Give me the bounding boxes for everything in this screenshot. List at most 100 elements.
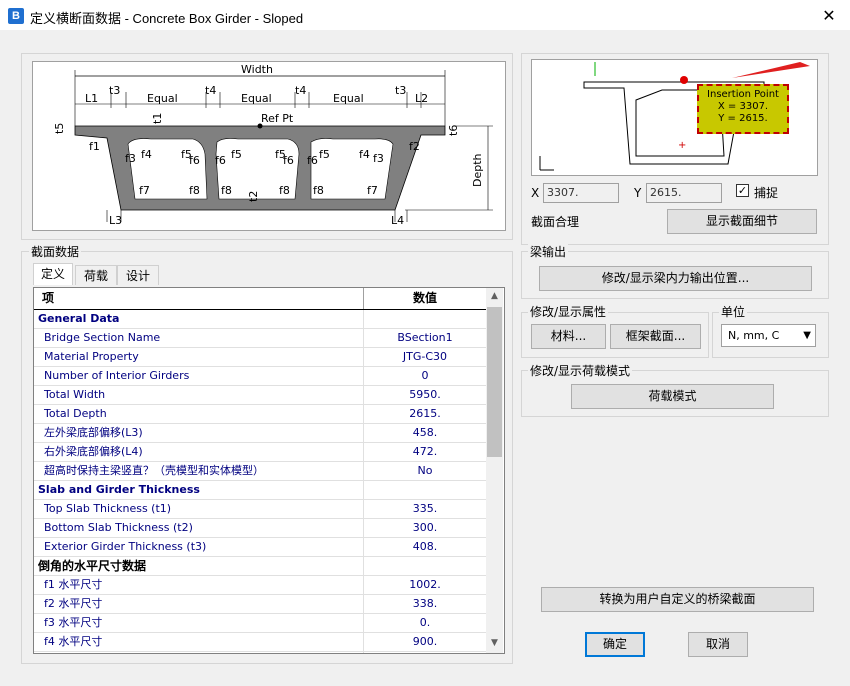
row-item-value[interactable]: 472. [412,445,438,458]
t5-label: t5 [53,123,66,134]
f1-label: f1 [89,140,100,153]
grid-section-row[interactable]: Slab and Girder Thickness [34,481,486,500]
material-button[interactable]: 材料... [531,324,606,349]
section-status-text: 截面合理 [531,215,580,229]
snap-checkbox[interactable]: ✓ [736,184,749,197]
svg-text:+: + [678,140,686,151]
row-item-value[interactable]: 0. [419,616,431,629]
table-row[interactable]: Total Width 5950. [34,386,486,405]
tab-loads[interactable]: 荷载 [75,265,117,285]
row-item-name: f2 水平尺寸 [34,595,364,613]
row-item-value[interactable]: No [417,464,433,477]
row-item-name: Top Slab Thickness (t1) [34,500,364,518]
f7-right-label: f7 [367,184,378,197]
y-coord-field[interactable]: 2615. [646,183,722,203]
row-item-value[interactable]: 338. [412,597,438,610]
t3-right-label: t3 [395,84,406,97]
row-item-value [364,310,486,328]
t1-label: t1 [151,113,164,124]
row-item-value[interactable]: 1002. [409,578,441,591]
row-item-name: f5 水平尺寸 [34,652,364,653]
units-value: N, mm, C [728,329,780,342]
row-item-name: Total Depth [34,405,364,423]
load-mode-title: 修改/显示荷载模式 [528,362,633,379]
depth-label: Depth [471,153,484,187]
f8-label-3: f8 [279,184,290,197]
table-row[interactable]: Bottom Slab Thickness (t2)300. [34,519,486,538]
load-pattern-button[interactable]: 荷载模式 [571,384,774,409]
row-item-name: General Data [34,310,364,328]
table-row[interactable]: f2 水平尺寸 338. [34,595,486,614]
x-coord-field[interactable]: 3307. [543,183,619,203]
row-item-value[interactable]: 2615. [409,407,441,420]
row-item-name: Number of Interior Girders [34,367,364,385]
tab-define[interactable]: 定义 [33,263,73,285]
row-item-value[interactable]: 900. [412,635,438,648]
grid-section-row[interactable]: General Data [34,310,486,329]
section-data-title: 截面数据 [29,243,82,260]
row-item-value[interactable]: JTG-C30 [402,350,448,363]
tooltip-y: Y = 2615. [718,113,768,124]
row-item-name: Total Width [34,386,364,404]
row-item-value[interactable]: 335. [412,502,438,515]
checkmark-icon: ✓ [737,184,748,197]
t4-left-label: t4 [205,84,216,97]
scroll-down-arrow-icon[interactable]: ▼ [491,638,498,648]
equal-label-1: Equal [147,92,178,105]
insertion-point-tooltip: Insertion Point X = 3307. Y = 2615. [697,84,789,134]
section-diagram-panel: Width L1 t3 Equal t4 Equal t4 Equal t3 L… [21,53,513,240]
units-select[interactable]: N, mm, C ▼ [721,324,816,347]
table-row[interactable]: 超高时保持主梁竖直？（壳模型和实体模型）No [34,462,486,481]
row-item-name: 左外梁底部偏移(L3) [34,424,364,442]
row-item-name: Bridge Section Name [34,329,364,347]
row-item-value[interactable]: 300. [412,521,438,534]
close-button[interactable]: ✕ [818,5,840,27]
x-coord-label: X [531,186,540,200]
table-row[interactable]: Bridge Section Name BSection1 [34,329,486,348]
f6-label-2: f6 [215,154,226,167]
row-item-value [364,557,486,575]
convert-to-user-section-button[interactable]: 转换为用户自定义的桥梁截面 [541,587,814,612]
modify-output-location-button[interactable]: 修改/显示梁内力输出位置... [539,266,812,291]
frame-section-button[interactable]: 框架截面... [610,324,701,349]
ok-button[interactable]: 确定 [585,632,645,657]
window-title: 定义横断面数据 - Concrete Box Girder - Sloped [30,11,304,26]
table-row[interactable]: Exterior Girder Thickness (t3)408. [34,538,486,557]
tab-design[interactable]: 设计 [117,265,159,285]
cancel-button[interactable]: 取消 [688,632,748,657]
show-section-details-button[interactable]: 显示截面细节 [667,209,817,234]
row-item-value[interactable]: 0 [421,369,429,382]
row-item-name: f4 水平尺寸 [34,633,364,651]
row-item-value[interactable]: 408. [412,540,438,553]
t6-label: t6 [447,125,460,136]
equal-label-2: Equal [241,92,272,105]
grid-scrollbar[interactable]: ▲ ▼ [486,288,503,653]
f5-label-1: f5 [181,148,192,161]
row-item-value[interactable]: 458. [412,426,438,439]
table-row[interactable]: Number of Interior Girders 0 [34,367,486,386]
row-item-value[interactable]: 5950. [409,388,441,401]
scroll-thumb[interactable] [487,307,502,457]
grid-section-row[interactable]: 倒角的水平尺寸数据 [34,557,486,576]
scroll-up-arrow-icon[interactable]: ▲ [491,291,498,301]
table-row[interactable]: 右外梁底部偏移(L4)472. [34,443,486,462]
table-row[interactable]: Total Depth 2615. [34,405,486,424]
table-row[interactable]: 左外梁底部偏移(L3) 458. [34,424,486,443]
section-preview-canvas[interactable]: + Insertion Point X = 3307. Y = 2615. [531,59,818,176]
row-item-value [364,481,486,499]
row-item-value[interactable]: 900. [364,652,486,653]
row-item-value[interactable]: BSection1 [397,331,453,344]
f6-label-1: f6 [189,154,200,167]
row-item-name: 倒角的水平尺寸数据 [34,557,364,575]
beam-output-title: 梁输出 [528,243,569,260]
table-row[interactable]: Top Slab Thickness (t1) 335. [34,500,486,519]
f4-left-label: f4 [141,148,152,161]
dialog-client: Width L1 t3 Equal t4 Equal t4 Equal t3 L… [0,30,850,686]
